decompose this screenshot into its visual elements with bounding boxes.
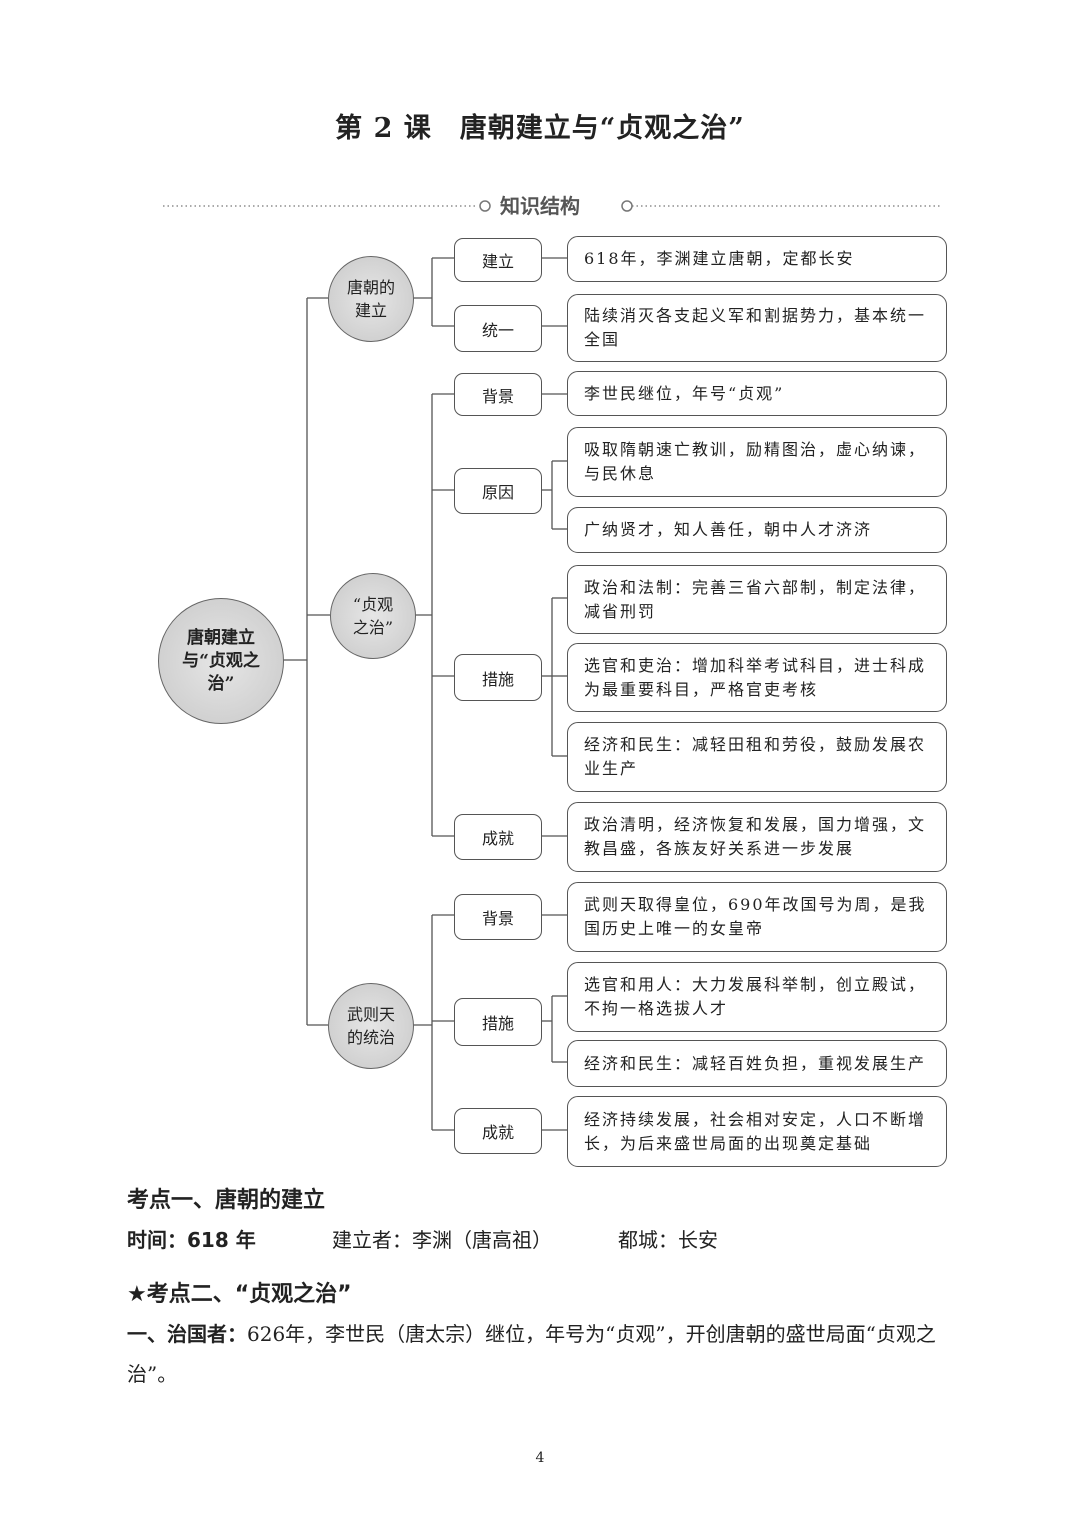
content-box: 选官和吏治：增加科举考试科目，进士科成为最重要科目，严格官吏考核 — [567, 643, 947, 712]
category-node: 背景 — [454, 894, 542, 940]
paragraph-text: 626年，李世民（唐太宗）继位，年号为“贞观”，开创唐朝的盛世局面“贞观之治”。 — [127, 1322, 936, 1386]
mindmap-connectors — [163, 200, 942, 1131]
content-box: 广纳贤才，知人善任，朝中人才济济 — [567, 507, 947, 553]
category-node: 成就 — [454, 814, 542, 860]
content-box: 经济和民生：减轻百姓负担，重视发展生产 — [567, 1040, 947, 1087]
capital-label: 都城：长安 — [618, 1228, 718, 1252]
content-box: 吸取隋朝速亡教训，励精图治，虚心纳谏，与民休息 — [567, 427, 947, 497]
root-node: 唐朝建立与“贞观之治” — [158, 598, 284, 724]
heading-point-one: 考点一、唐朝的建立 — [127, 1188, 326, 1213]
category-node: 措施 — [454, 998, 542, 1046]
content-box: 经济和民生：减轻田租和劳役，鼓励发展农业生产 — [567, 722, 947, 792]
root-label: 唐朝建立与“贞观之治” — [182, 627, 260, 694]
category-node: 措施 — [454, 654, 542, 701]
branch-label: 唐朝的建立 — [346, 278, 395, 320]
lesson-title: 第 2 课 唐朝建立与“贞观之治” — [335, 113, 745, 144]
category-node: 背景 — [454, 373, 542, 416]
heading-point-two: ★考点二、“贞观之治” — [127, 1282, 352, 1307]
category-node: 建立 — [454, 238, 542, 282]
page-number: 4 — [535, 1450, 545, 1466]
time-label: 时间：618 年 — [127, 1228, 256, 1252]
content-box: 陆续消灭各支起义军和割据势力，基本统一全国 — [567, 294, 947, 362]
branch-node: 武则天的统治 — [328, 983, 414, 1069]
content-box: 选官和用人：大力发展科举制，创立殿试，不拘一格选拔人才 — [567, 962, 947, 1032]
paragraph-label: 一、治国者： — [127, 1322, 247, 1346]
branch-label: “贞观之治” — [352, 595, 394, 637]
branch-node: 唐朝的建立 — [328, 256, 414, 342]
content-box: 618年，李渊建立唐朝，定都长安 — [567, 236, 947, 282]
category-node: 成就 — [454, 1108, 542, 1154]
category-node: 统一 — [454, 305, 542, 352]
category-node: 原因 — [454, 468, 542, 514]
paragraph: 一、治国者：626年，李世民（唐太宗）继位，年号为“贞观”，开创唐朝的盛世局面“… — [127, 1314, 967, 1394]
content-box: 政治清明，经济恢复和发展，国力增强，文教昌盛，各族友好关系进一步发展 — [567, 802, 947, 872]
section-label: 知识结构 — [500, 194, 580, 218]
content-box: 政治和法制：完善三省六部制，制定法律，减省刑罚 — [567, 565, 947, 634]
content-box: 经济持续发展，社会相对安定，人口不断增长，为后来盛世局面的出现奠定基础 — [567, 1096, 947, 1167]
founder-label: 建立者：李渊（唐高祖） — [332, 1228, 552, 1252]
branch-label: 武则天的统治 — [346, 1005, 395, 1047]
content-box: 李世民继位，年号“贞观” — [567, 371, 947, 416]
branch-node: “贞观之治” — [330, 573, 416, 659]
content-box: 武则天取得皇位，690年改国号为周，是我国历史上唯一的女皇帝 — [567, 882, 947, 952]
